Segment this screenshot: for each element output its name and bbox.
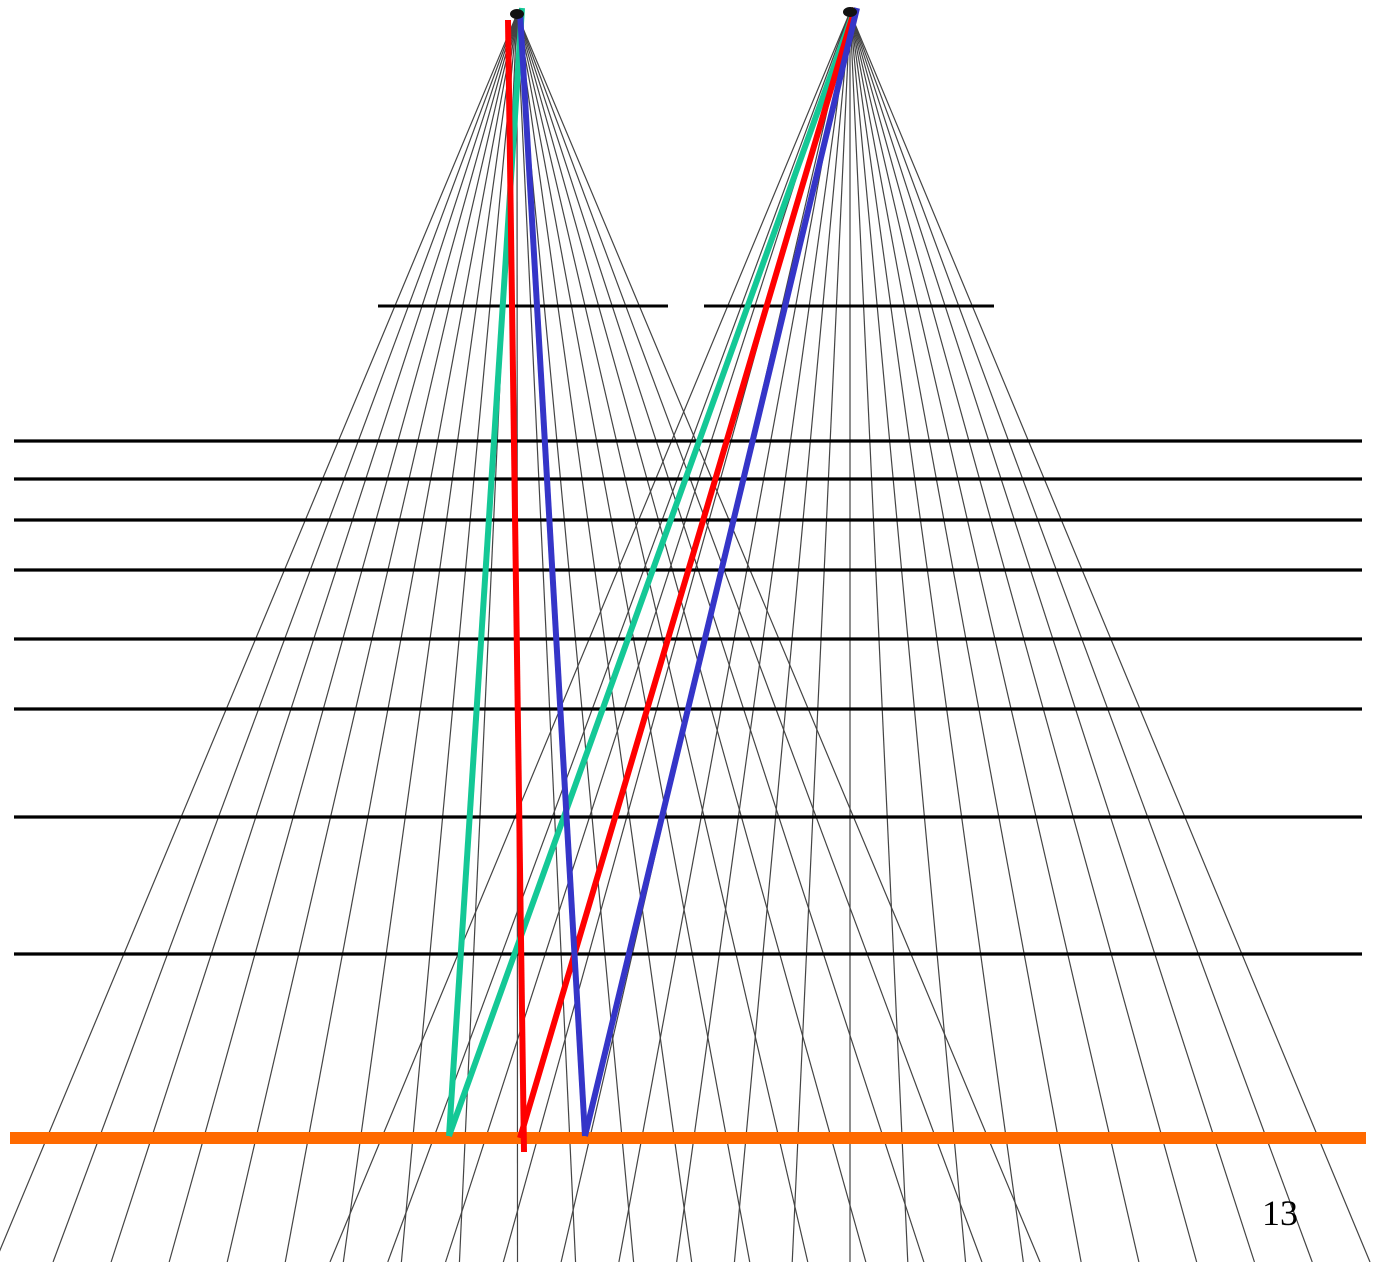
ray-line (849, 11, 1024, 1262)
ray-line (849, 11, 1140, 1262)
horizontal-lines (10, 304, 1366, 1144)
path-red-down (505, 19, 527, 1153)
colored-paths (446, 6, 860, 1153)
ray-line (444, 11, 851, 1262)
source-right-point (843, 7, 857, 17)
ray-line (849, 11, 1256, 1262)
ray-line (791, 11, 851, 1262)
ray-line (849, 11, 1198, 1262)
ray-line (329, 11, 851, 1262)
ray-line (849, 11, 909, 1262)
ray-line (849, 11, 967, 1262)
ray-line (849, 11, 1082, 1262)
ray-line (733, 11, 851, 1262)
path-blue-up (582, 7, 860, 1137)
ray-line (618, 11, 851, 1262)
ray-fan-right (329, 11, 1371, 1262)
ray-line (676, 11, 851, 1262)
source-points (510, 7, 857, 19)
ray-line (849, 11, 1313, 1262)
ray-line (849, 11, 1371, 1262)
ray-line (387, 11, 851, 1262)
page-number: 13 (1262, 1193, 1298, 1233)
path-green-up (446, 6, 858, 1138)
path-blue-down (517, 11, 588, 1137)
source-left-point (510, 9, 524, 19)
